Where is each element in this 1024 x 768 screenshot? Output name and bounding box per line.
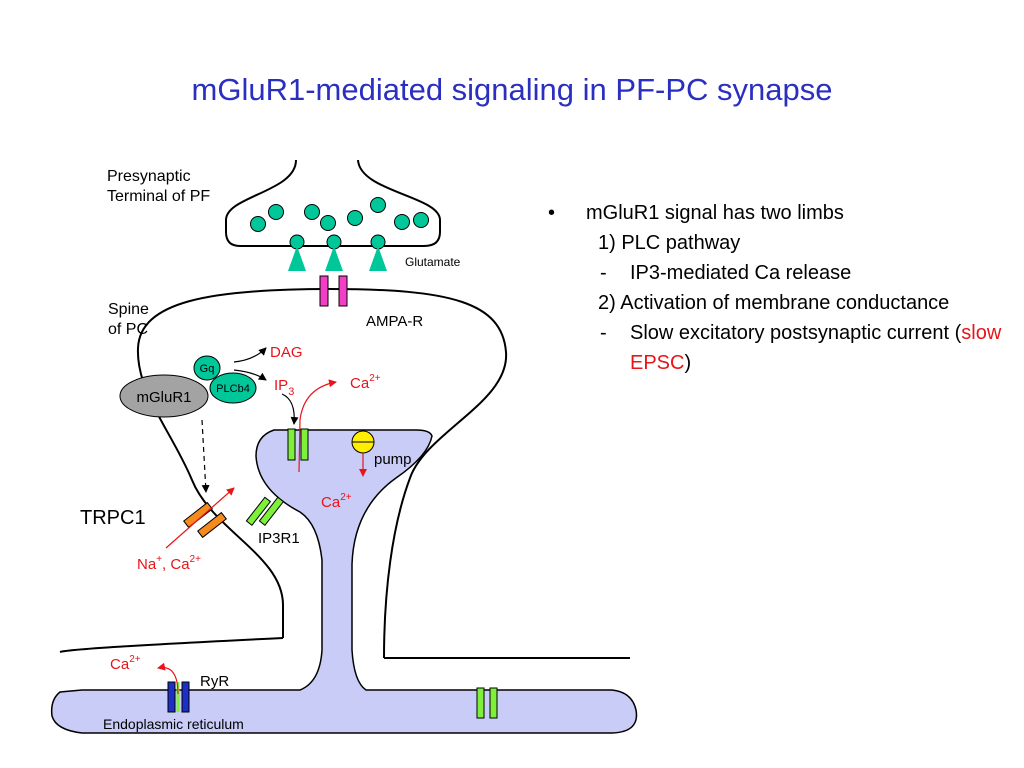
glutamate-release — [288, 234, 387, 271]
ryr-channel — [167, 681, 190, 713]
mglur1-trpc1-arrow — [201, 419, 210, 493]
vesicle — [413, 212, 429, 228]
vesicle — [250, 216, 266, 232]
ampa-label: AMPA-R — [366, 313, 423, 330]
plcb4-enzyme — [209, 372, 257, 404]
vesicle — [268, 204, 284, 220]
mglur1-label: mGluR1 — [136, 389, 191, 406]
ip3r1-channel — [245, 496, 285, 526]
ip3r1-label: IP3R1 — [258, 530, 300, 547]
bullet-mark: - — [600, 262, 607, 284]
na-ca-influx-arrow — [165, 487, 235, 549]
bullet-text: IP3-mediated Ca release — [630, 262, 852, 284]
ip3-label: IP3 — [274, 377, 294, 398]
ca-label-pump: Ca2+ — [321, 492, 352, 511]
bullet-text: 2) Activation of membrane conductance — [598, 292, 950, 314]
vesicle — [370, 197, 386, 213]
presynaptic-label: Terminal of PF — [107, 188, 210, 205]
spine-membrane — [136, 287, 508, 659]
spine-label: Spine — [108, 301, 149, 318]
bullet-item: 2) Activation of membrane conductance — [548, 288, 1008, 318]
ip3-receptor-channel — [287, 428, 309, 461]
slow-epsc-text: slow EPSC — [630, 322, 1002, 374]
bullet-mark: - — [600, 322, 607, 344]
trpc1-channel — [183, 501, 227, 539]
dag-label: DAG — [270, 344, 303, 361]
slide-title: mGluR1-mediated signaling in PF-PC synap… — [191, 72, 833, 107]
bullet-text: Slow excitatory postsynaptic current (sl… — [630, 322, 1002, 374]
bullet-item: - IP3-mediated Ca release — [548, 258, 1008, 288]
vesicles — [250, 197, 429, 232]
pump-label: pump — [374, 451, 412, 468]
dendrite-membrane — [59, 637, 284, 653]
presynaptic-terminal — [225, 159, 441, 247]
vesicle — [394, 214, 410, 230]
er-channel — [476, 687, 498, 719]
bullet-item: 1) PLC pathway — [548, 228, 1008, 258]
glutamate-label: Glutamate — [405, 255, 461, 269]
bullet-item: - Slow excitatory postsynaptic current (… — [548, 318, 1008, 378]
gq-protein — [193, 355, 221, 381]
bullet-text: 1) PLC pathway — [598, 232, 741, 254]
spine-label: of PC — [108, 321, 148, 338]
ip3-arrow-small — [233, 369, 267, 381]
vesicle — [347, 210, 363, 226]
dag-arrow — [233, 347, 267, 363]
vesicle — [320, 215, 336, 231]
ca-label-ryr: Ca2+ — [110, 654, 141, 673]
gq-label: Gq — [200, 363, 215, 375]
ca-release-arrow — [298, 379, 337, 473]
trpc1-label: TRPC1 — [80, 507, 146, 529]
na-ca-label: Na+, Ca2+ — [137, 554, 201, 573]
er-label: Endoplasmic reticulum — [103, 716, 244, 732]
presynaptic-label: Presynaptic — [107, 168, 191, 185]
plcb4-label: PLCb4 — [216, 383, 250, 395]
ryr-release-arrow — [157, 662, 179, 695]
bullet-item: • mGluR1 signal has two limbs — [548, 198, 1008, 228]
bullet-mark: • — [548, 202, 556, 224]
bullet-list: • mGluR1 signal has two limbs 1) PLC pat… — [548, 198, 1008, 378]
spine-apparatus-er — [50, 429, 638, 734]
ip3-to-ip3r-arrow — [281, 393, 299, 425]
vesicle — [304, 204, 320, 220]
ca-label-top: Ca2+ — [350, 373, 381, 392]
ampa-receptor — [319, 275, 348, 307]
mglur1-receptor — [119, 374, 209, 418]
ryr-label: RyR — [200, 673, 229, 690]
bullet-text: mGluR1 signal has two limbs — [586, 202, 844, 224]
